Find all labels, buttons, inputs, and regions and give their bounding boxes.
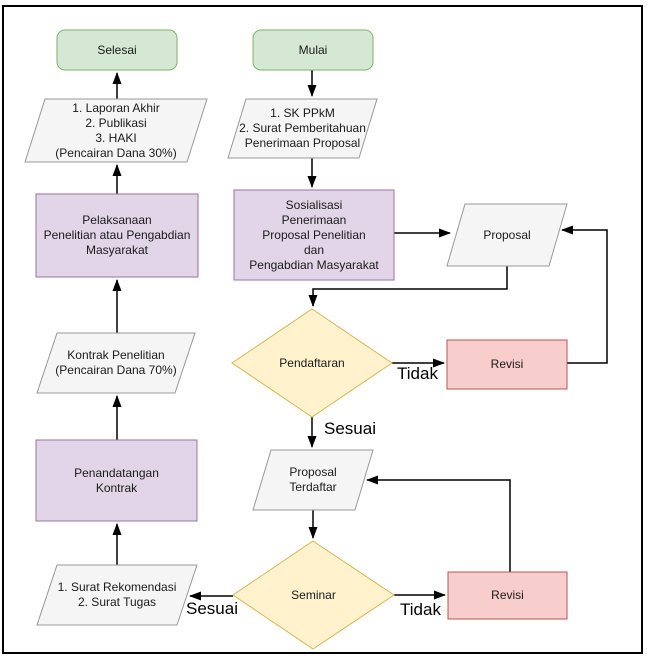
pendaftaran-decision-shape xyxy=(231,308,393,418)
seminar-tidak-edge-label: Tidak xyxy=(400,600,441,619)
penandatangan-label: Penandatangan Kontrak xyxy=(74,465,159,495)
proposal-terdaftar-label: Proposal Terdaftar xyxy=(289,465,337,494)
proposal-label: Proposal xyxy=(483,227,531,242)
revisi1-process-shape xyxy=(446,339,568,390)
selesai-terminator-shape xyxy=(56,29,178,71)
kontrak-penelitian-label: Kontrak Penelitian (Pencairan Dana 70%) xyxy=(55,348,177,377)
laporan-data-shape xyxy=(24,98,208,163)
pelaksanaan-process-shape xyxy=(35,193,199,278)
penandatangan-process-shape xyxy=(35,439,198,522)
edge-revisi2-to-terdaftar xyxy=(366,475,511,572)
mulai-label: Mulai xyxy=(298,42,328,57)
pendaftaran-sesuai-edge-label: Sesuai xyxy=(324,419,376,438)
seminar-label: Seminar xyxy=(291,587,336,602)
mulai-terminator-shape xyxy=(252,29,374,71)
diagram-border xyxy=(2,5,643,654)
revisi2-process-shape xyxy=(447,571,568,620)
revisi1-label: Revisi xyxy=(490,357,524,371)
proposal-terdaftar-data-shape xyxy=(252,449,374,511)
pendaftaran-tidak-edge-label: Tidak xyxy=(397,364,438,383)
kontrak-penelitian-data-shape xyxy=(36,332,196,394)
sosialisasi-label: Sosialisasi Penerimaan Proposal Peneliti… xyxy=(249,197,379,272)
sk-ppkm-data-shape xyxy=(227,98,378,159)
sosialisasi-process-shape xyxy=(233,189,395,281)
sk-ppkm-label: 1. SK PPkM 2. Surat Pemberitahuan Peneri… xyxy=(239,106,366,150)
edges xyxy=(112,70,608,601)
seminar-sesuai-edge-label: Sesuai xyxy=(186,599,238,618)
node-shapes xyxy=(24,29,568,650)
edge-proposal-to-pendaftaran xyxy=(308,266,508,307)
revisi2-label: Revisi xyxy=(491,588,524,602)
surat-label: 1. Surat Rekomendasi 2. Surat Tugas xyxy=(57,580,177,609)
pendaftaran-label: Pendaftaran xyxy=(279,355,345,370)
selesai-label: Selesai xyxy=(97,42,137,57)
surat-data-shape xyxy=(36,564,198,626)
edge-revisi1-to-proposal xyxy=(561,225,608,364)
proposal-data-shape xyxy=(446,203,568,267)
seminar-decision-shape xyxy=(232,540,395,650)
laporan-label: 1. Laporan Akhir 2. Publikasi 3. HAKI (P… xyxy=(55,100,177,160)
pelaksanaan-label: Pelaksanaan Penelitian atau Pengabdian M… xyxy=(43,213,191,257)
